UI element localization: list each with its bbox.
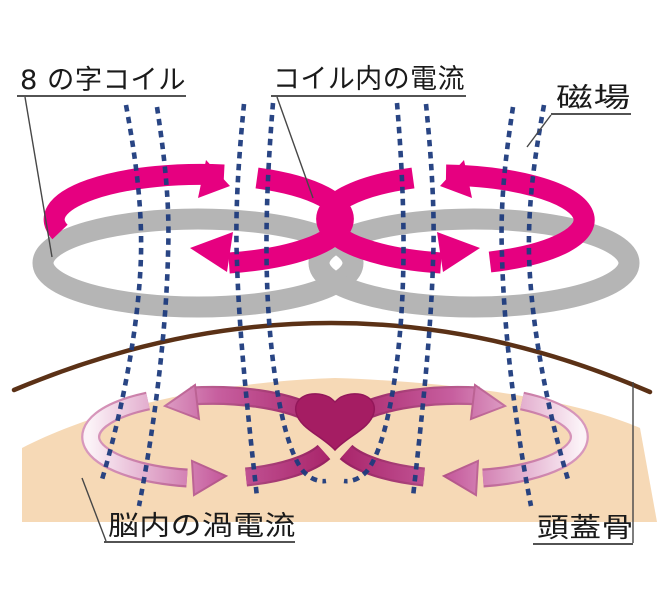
label-magnetic-field: 磁場 xyxy=(526,83,631,148)
coil-current-leader-line xyxy=(276,96,314,199)
eddy-center-crossing xyxy=(295,393,375,452)
field-line-2 xyxy=(136,106,171,507)
figure8-coil-leader-line xyxy=(24,96,53,258)
brain-eddy-current-label: 脳内の渦電流 xyxy=(108,511,296,542)
field-line-7 xyxy=(499,106,534,507)
eddy-left-end-band xyxy=(83,393,188,486)
field-line-5 xyxy=(343,102,406,484)
skull-label: 頭蓋骨 xyxy=(537,513,634,544)
eddy-right-end-band xyxy=(482,393,587,486)
field-line-3 xyxy=(234,103,260,498)
label-skull: 頭蓋骨 xyxy=(533,382,634,545)
coil-right-ring xyxy=(308,208,640,318)
brain-eddy-currents xyxy=(81,383,589,497)
field-line-8 xyxy=(526,104,572,484)
eddy-loop-left xyxy=(81,383,331,497)
current-right-cross-arc xyxy=(316,167,442,274)
coil-current-label: コイル内の電流 xyxy=(273,64,465,95)
skull-curve xyxy=(11,320,653,395)
current-left-top-arc xyxy=(43,163,225,240)
current-left-top-arrowhead-icon xyxy=(198,160,230,198)
coil-left-ring xyxy=(32,208,364,318)
label-coil-current: コイル内の電流 xyxy=(271,64,466,199)
field-line-4 xyxy=(264,102,327,484)
magnetic-field-lines xyxy=(98,102,572,507)
label-figure8-coil: 8 の字コイル xyxy=(17,65,186,258)
eddy-right-arrowhead-left-icon xyxy=(441,459,480,497)
eddy-left-arrowhead-right-icon xyxy=(190,459,229,497)
current-right-bottom-arrowhead-icon xyxy=(437,232,480,272)
annotations: 8 の字コイル コイル内の電流 磁場 脳内の渦電流 頭蓋骨 xyxy=(17,64,634,545)
eddy-left-arrowhead-left-icon xyxy=(162,383,201,421)
field-line-1 xyxy=(98,104,144,484)
brain-eddy-current-leader-line xyxy=(81,477,107,542)
eddy-left-bottom-band xyxy=(245,446,329,485)
label-brain-eddy-current: 脳内の渦電流 xyxy=(81,477,296,543)
figure8-coil-label: 8 の字コイル xyxy=(20,65,186,96)
field-line-6 xyxy=(410,103,436,498)
eddy-right-arrowhead-right-icon xyxy=(469,383,508,421)
magnetic-field-label: 磁場 xyxy=(556,83,631,114)
magnetic-field-leader-line xyxy=(526,114,552,148)
current-right-top-arrowhead-icon xyxy=(440,160,472,198)
figure8-coil xyxy=(32,208,640,318)
current-left-cross-arc xyxy=(228,167,354,274)
eddy-right-bottom-band xyxy=(341,446,425,485)
current-left-bottom-arrowhead-icon xyxy=(190,232,233,272)
